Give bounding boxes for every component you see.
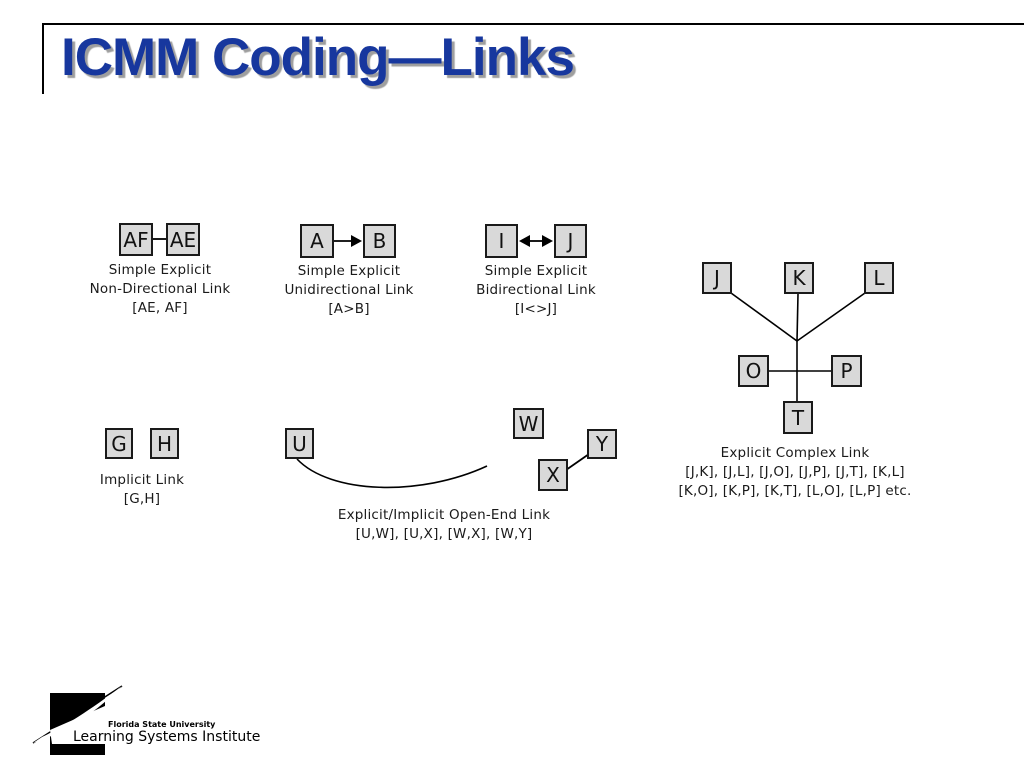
concept-box-g: G <box>105 428 133 459</box>
caption-line: Explicit Complex Link <box>720 445 870 461</box>
arrowhead-j <box>542 235 553 247</box>
caption-line: Unidirectional Link <box>284 282 414 298</box>
complex-line-l <box>796 292 866 342</box>
box-label: X <box>546 463 560 487</box>
concept-box-h: H <box>150 428 179 459</box>
concept-box-complex-t: T <box>783 401 813 434</box>
logo-white-band <box>50 706 105 744</box>
caption-line: [I<>J] <box>514 301 558 317</box>
caption-line: [A>B] <box>328 301 370 317</box>
caption-line: [K,O], [K,P], [K,T], [L,O], [L,P] etc. <box>678 483 912 499</box>
title-frame: ICMM Coding—Links <box>42 23 1024 94</box>
caption-non-directional: Simple Explicit Non-Directional Link [AE… <box>60 261 260 318</box>
box-label: I <box>498 229 505 253</box>
concept-box-complex-o: O <box>738 355 769 387</box>
concept-box-x: X <box>538 459 568 491</box>
arrowhead-i <box>519 235 530 247</box>
caption-line: Bidirectional Link <box>476 282 596 298</box>
concept-box-complex-l: L <box>864 262 894 294</box>
box-label: L <box>873 266 885 290</box>
caption-complex: Explicit Complex Link [J,K], [J,L], [J,O… <box>655 444 935 501</box>
link-line-x-y <box>565 453 590 471</box>
caption-line: [J,K], [J,L], [J,O], [J,P], [J,T], [K,L] <box>685 464 905 480</box>
box-label: O <box>745 359 762 383</box>
caption-line: Explicit/Implicit Open-End Link <box>337 507 551 523</box>
complex-line-k <box>796 293 799 342</box>
concept-box-ae: AE <box>166 223 200 256</box>
caption-implicit: Implicit Link [G,H] <box>62 471 222 509</box>
caption-line: [AE, AF] <box>132 300 188 316</box>
caption-bidirectional: Simple Explicit Bidirectional Link [I<>J… <box>436 262 636 319</box>
box-label: K <box>792 266 806 290</box>
logo-university-text: Florida State University <box>108 720 216 729</box>
box-label: G <box>111 431 127 456</box>
concept-box-complex-j: J <box>702 262 732 294</box>
caption-line: Implicit Link <box>99 472 185 488</box>
caption-line: Simple Explicit <box>297 263 401 279</box>
box-label: H <box>156 431 173 456</box>
concept-box-j: J <box>554 224 587 258</box>
box-label: P <box>840 359 853 383</box>
box-label: AE <box>169 227 197 252</box>
open-end-curve <box>296 458 488 489</box>
caption-open-end: Explicit/Implicit Open-End Link [U,W], [… <box>314 506 574 544</box>
lsi-logo: Florida State University Learning System… <box>32 685 260 755</box>
arrowhead-b <box>351 235 362 247</box>
concept-box-y: Y <box>587 429 617 459</box>
caption-line: [G,H] <box>123 491 161 507</box>
box-label: AF <box>123 227 149 252</box>
concept-box-w: W <box>513 408 544 439</box>
box-label: Y <box>595 432 609 456</box>
concept-box-af: AF <box>119 223 153 256</box>
concept-box-a: A <box>300 224 334 258</box>
concept-box-complex-p: P <box>831 355 862 387</box>
concept-box-complex-k: K <box>784 262 814 294</box>
box-label: T <box>791 405 805 430</box>
caption-line: Simple Explicit <box>108 262 212 278</box>
box-label: U <box>292 431 307 456</box>
concept-box-b: B <box>363 224 396 258</box>
caption-line: Non-Directional Link <box>89 281 231 297</box>
box-label: W <box>518 411 539 436</box>
box-label: B <box>372 229 387 253</box>
concept-box-u: U <box>285 428 314 459</box>
caption-unidirectional: Simple Explicit Unidirectional Link [A>B… <box>249 262 449 319</box>
caption-line: Simple Explicit <box>484 263 588 279</box>
concept-box-i: I <box>485 224 518 258</box>
box-label: J <box>567 229 574 253</box>
box-label: J <box>714 266 720 290</box>
complex-line-j <box>730 292 798 342</box>
page-title: ICMM Coding—Links <box>61 28 575 87</box>
logo-institute-text: Learning Systems Institute <box>73 729 260 745</box>
box-label: A <box>310 229 324 253</box>
caption-line: [U,W], [U,X], [W,X], [W,Y] <box>355 526 533 542</box>
logo-swoosh-blade <box>33 686 122 743</box>
